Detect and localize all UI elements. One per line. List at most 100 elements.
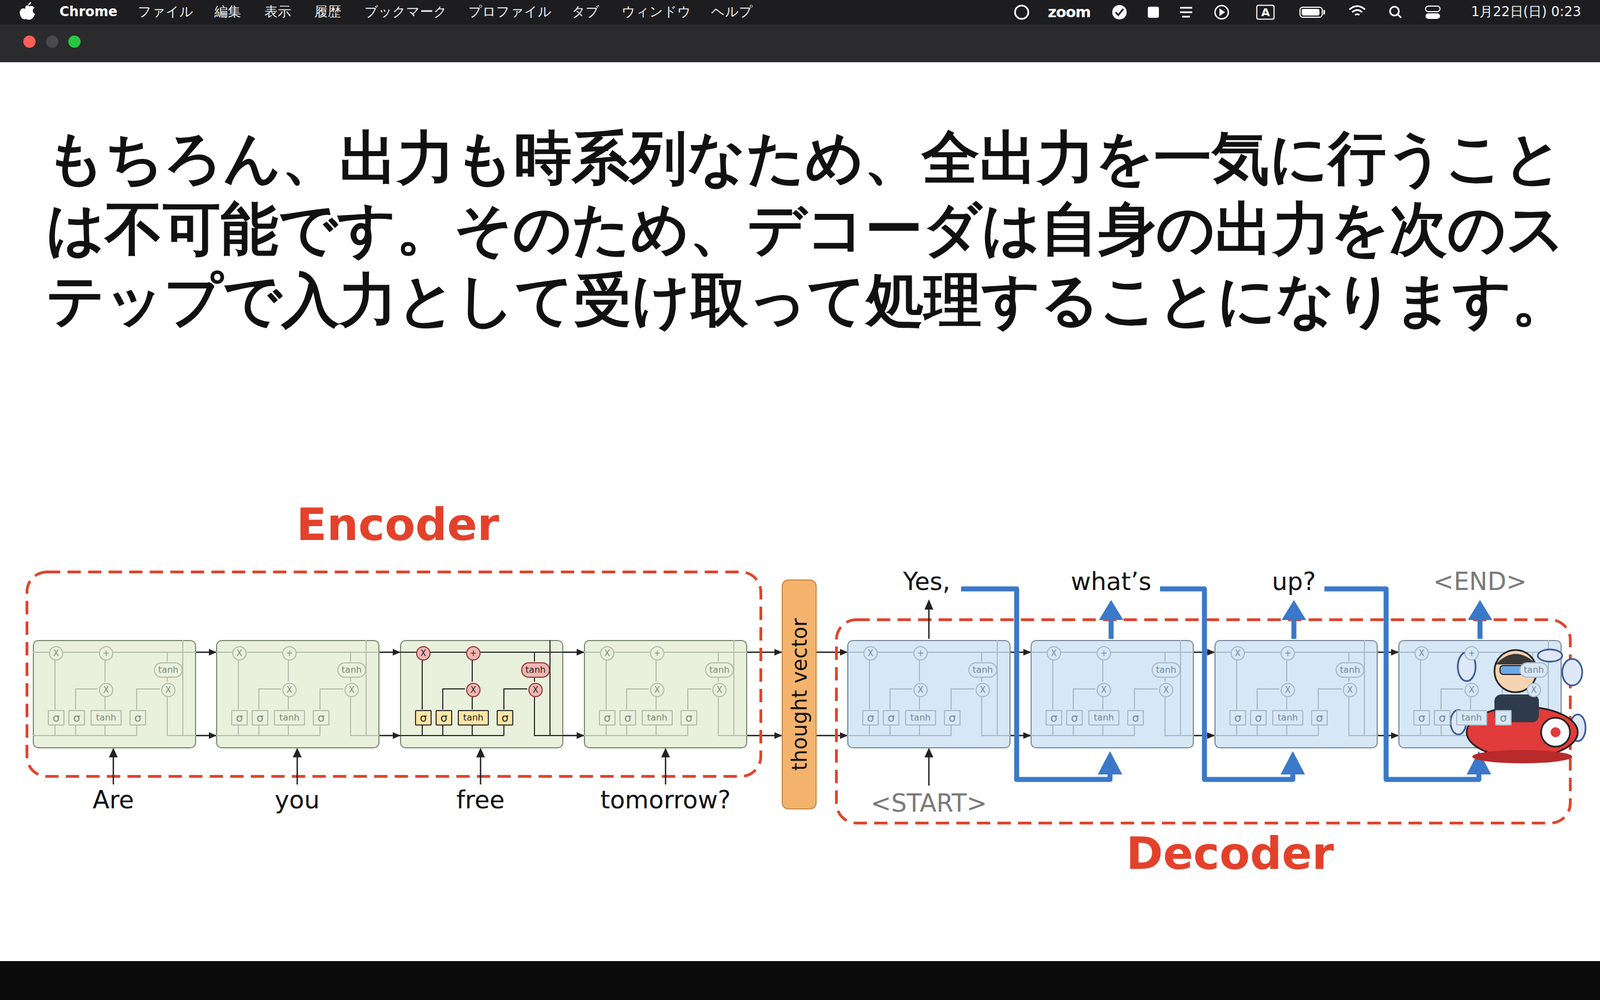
check-icon (1112, 5, 1127, 20)
dashed-region: EncoderX+XtanhXσσtanhσX+XtanhXσσtanhσX+X… (25, 570, 763, 778)
lstm-connector (1010, 735, 1031, 737)
vertical-label: thought vector (788, 618, 810, 772)
activation-oval: tanh (705, 662, 734, 678)
control-icon (1425, 13, 1440, 19)
lstm-cell: X+XtanhXσσtanhσ (583, 640, 748, 749)
start-token: <START> (870, 789, 987, 818)
operator-circle: X (1046, 646, 1062, 661)
operator-circle: + (1096, 646, 1112, 661)
dashed-outline-rect (27, 572, 762, 777)
lstm-cell: X+XtanhXσσtanhσ (1214, 640, 1378, 749)
region-heading: Encoder (296, 499, 500, 551)
gate-box: σ (231, 710, 248, 726)
gate-box: tanh (273, 710, 305, 726)
operator-circle: X (712, 682, 727, 698)
lstm-connector (816, 651, 848, 654)
operator-circle: X (48, 646, 64, 661)
gate-box: σ (943, 710, 961, 726)
battery-level (1301, 8, 1320, 16)
gate-box: σ (68, 710, 85, 726)
operator-circle: X (232, 646, 247, 661)
menu-item: ヘルプ (711, 4, 753, 20)
operator-circle: X (1414, 646, 1429, 661)
operator-circle: + (282, 646, 297, 661)
lstm-connector (563, 735, 584, 737)
app-icon (1180, 7, 1193, 17)
lstm-wiring (32, 640, 1562, 736)
menu-item: ファイル (137, 4, 194, 20)
lstm-cell: X+XtanhXσσtanhσ (216, 640, 380, 749)
lstm-connector (747, 735, 782, 737)
region-heading: Decoder (1126, 828, 1334, 880)
operator-circle: X (975, 682, 990, 698)
gate-box: tanh (905, 710, 937, 726)
activation-oval: tanh (521, 662, 550, 678)
close-button (23, 35, 36, 48)
lstm-cell: X+XtanhXσσtanhσ (1030, 640, 1194, 749)
search-icon (1397, 14, 1402, 18)
app-menu: Chrome (59, 4, 118, 20)
status-item: zoom (1047, 3, 1091, 21)
operator-circle: + (650, 646, 665, 661)
lstm-connector (816, 735, 848, 737)
gate-box: σ (1413, 710, 1430, 726)
minimize-button (46, 35, 59, 48)
gate-box: σ (862, 710, 879, 726)
operator-circle: X (416, 646, 431, 661)
gate-box: σ (882, 710, 900, 726)
activation-oval: tanh (153, 662, 183, 678)
gate-box: σ (129, 710, 147, 726)
gate-box: σ (1250, 710, 1267, 726)
operator-circle: X (466, 682, 481, 698)
input-arrows (110, 601, 933, 786)
lstm-connector (563, 651, 584, 654)
input-word: you (275, 786, 320, 815)
operator-circle: + (98, 646, 114, 661)
operator-circle: X (1342, 682, 1358, 698)
input-word: free (456, 786, 505, 815)
output-word: up? (1271, 567, 1316, 597)
apple-logo (20, 2, 35, 20)
gate-box: σ (312, 710, 330, 726)
gate-box: tanh (1088, 710, 1120, 726)
gate-box: σ (435, 710, 453, 726)
play-icon (1219, 8, 1225, 17)
operator-circle: + (466, 646, 481, 661)
gate-box: σ (1066, 710, 1083, 726)
lstm-cell: X+XtanhXσσtanhσ (32, 640, 197, 749)
gate-box: σ (619, 710, 637, 726)
lstm-connector (379, 651, 400, 654)
gate-box: σ (1127, 710, 1144, 726)
operator-circle: X (1526, 682, 1542, 698)
activation-oval: tanh (337, 662, 367, 678)
activation-oval: tanh (968, 662, 998, 678)
headset-icon (1015, 5, 1029, 19)
menu-item: ブックマーク (364, 4, 448, 20)
gate-box: σ (1311, 710, 1328, 726)
operator-circle: X (1096, 682, 1112, 698)
gate-box: σ (496, 710, 514, 726)
menu-item: 表示 (264, 4, 292, 20)
menu-item: 履歴 (314, 4, 342, 20)
battery-tip (1323, 10, 1325, 15)
lstm-connector (196, 651, 217, 654)
zoom-button (68, 35, 81, 48)
operator-circle: X (282, 682, 297, 698)
menu-item: プロファイル (468, 4, 552, 20)
operator-circle: + (913, 646, 928, 661)
gate-box: tanh (641, 710, 673, 726)
gate-box: σ (1045, 710, 1063, 726)
window-title-bar (0, 24, 1600, 63)
gate-box: σ (1229, 710, 1247, 726)
operator-circle: X (1280, 682, 1295, 698)
thought-vector-box: thought vector (781, 579, 817, 810)
activation-oval: tanh (1519, 662, 1549, 678)
lstm-connector (379, 735, 400, 737)
operator-circle: X (161, 682, 176, 698)
gate-box: tanh (1456, 710, 1488, 726)
feedback-arrows (961, 588, 1493, 780)
input-word: tomorrow? (600, 786, 732, 815)
activation-oval: tanh (1335, 662, 1365, 678)
search-icon (1390, 6, 1399, 16)
gate-box: σ (251, 710, 269, 726)
